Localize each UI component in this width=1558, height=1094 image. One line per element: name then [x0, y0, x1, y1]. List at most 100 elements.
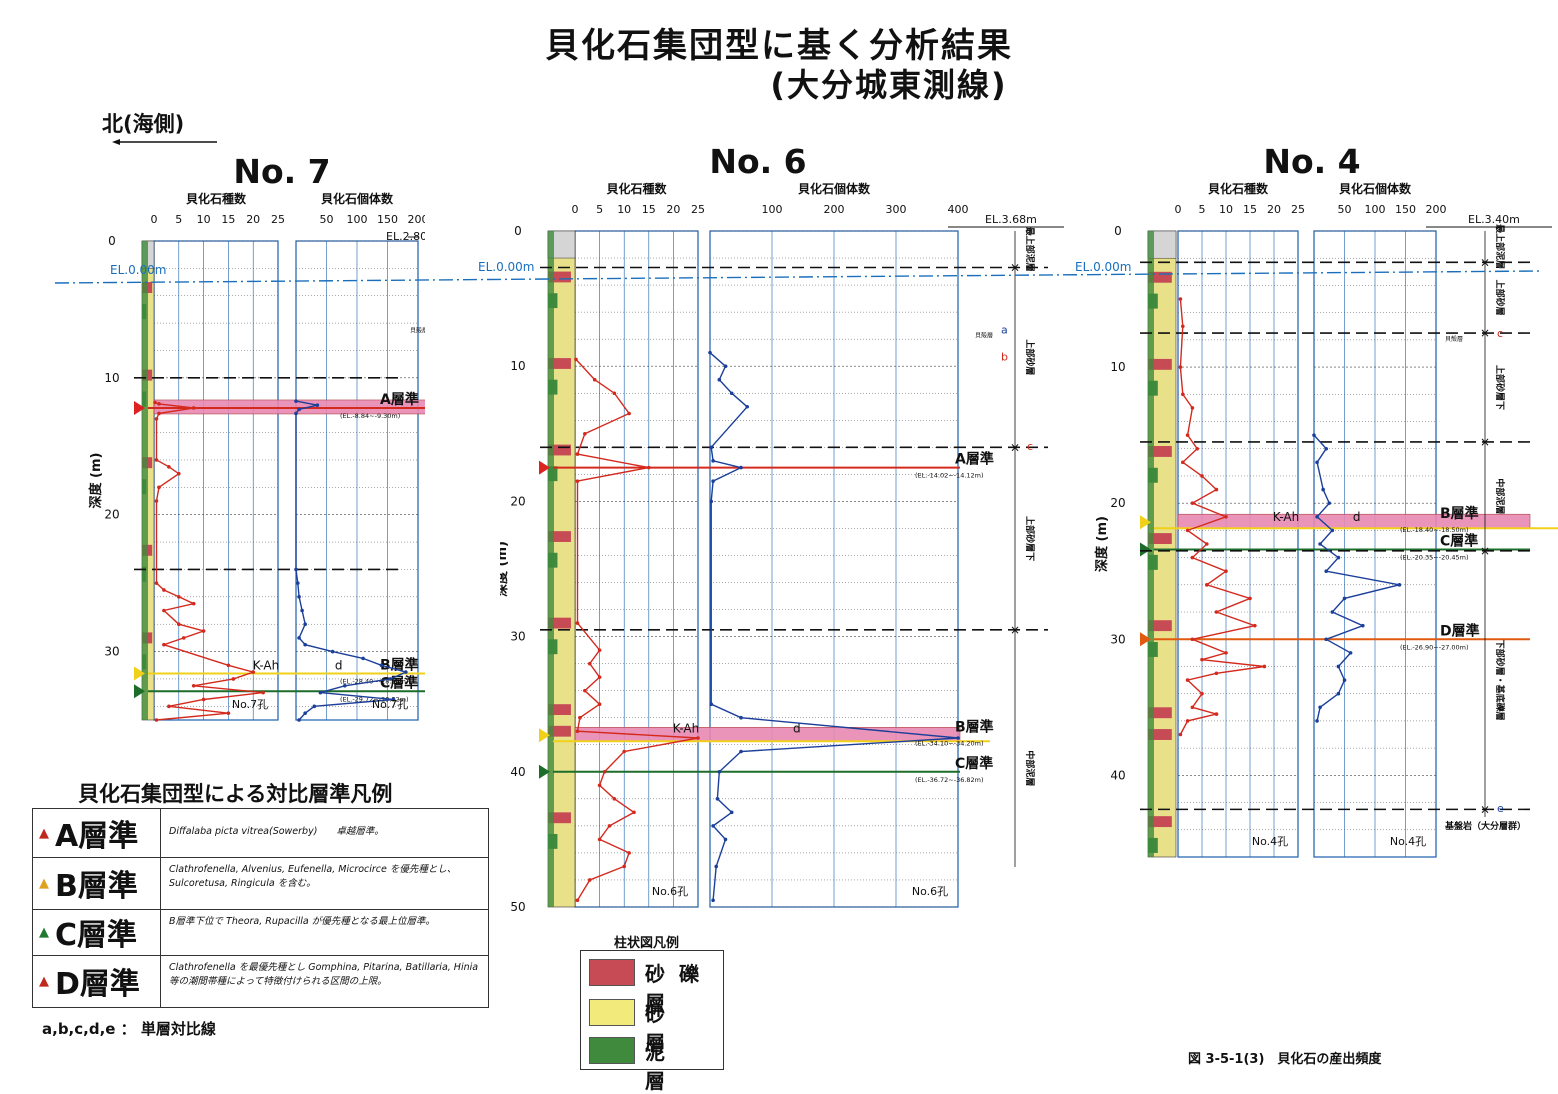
species-series-point — [597, 702, 602, 706]
horizon-marker-icon — [134, 666, 145, 681]
species-series-point — [1205, 542, 1209, 546]
species-series-point — [592, 377, 597, 382]
depth-tick-label: 30 — [510, 630, 525, 644]
species-series-point — [575, 621, 580, 625]
species-tick-label: 20 — [246, 213, 260, 226]
species-series-point — [191, 683, 196, 688]
count-series-point — [1315, 460, 1319, 465]
page-title: 貝化石集団型に基く分析結果 — [545, 26, 1013, 66]
species-series-point — [612, 797, 617, 801]
species-series-point — [1190, 501, 1195, 505]
bedrock-label: 基盤岩（大分層群） — [1444, 820, 1526, 832]
band-label: d — [335, 658, 343, 672]
count-series-point — [729, 391, 734, 396]
horizon-marker-icon — [134, 400, 145, 415]
species-series-point — [597, 837, 602, 842]
count-series-point — [300, 608, 304, 613]
species-tick-label: 5 — [596, 203, 603, 216]
depth-tick-label: 20 — [104, 508, 119, 522]
count-series-point — [1318, 705, 1322, 710]
species-tick-label: 0 — [572, 203, 579, 216]
species-series-point — [696, 736, 700, 740]
count-series-point — [1330, 528, 1335, 533]
species-series-point — [1205, 583, 1209, 587]
species-series-line — [154, 401, 264, 721]
mud-column-edge — [142, 241, 148, 720]
count-axis-label: 貝化石個体数 — [321, 191, 394, 206]
depth-tick-label: 20 — [510, 494, 525, 508]
species-series-point — [612, 391, 617, 396]
horizon-label: C層準 — [955, 755, 993, 772]
count-series-point — [294, 567, 298, 572]
depth-axis-label: 深度 (m) — [500, 541, 510, 597]
column-legend-mud: 泥 層 — [585, 1033, 717, 1093]
gravel-bed — [548, 531, 571, 542]
count-tick-label: 200 — [1426, 203, 1447, 216]
count-series-point — [1342, 678, 1347, 682]
elevation-label: EL.3.40m — [1468, 213, 1520, 226]
species-series-point — [251, 670, 255, 674]
depth-tick-label: 30 — [1110, 632, 1125, 646]
count-series-point — [729, 810, 734, 815]
count-series-point — [711, 459, 715, 463]
count-series-point — [318, 690, 323, 695]
depth-tick-label: 0 — [1114, 224, 1122, 238]
count-series-point — [739, 465, 743, 470]
species-series-point — [1185, 678, 1190, 682]
depth-tick-label: 10 — [104, 371, 119, 385]
species-series-point — [1190, 637, 1195, 642]
count-series-point — [297, 407, 301, 412]
species-series-point — [1262, 664, 1267, 669]
horizon-elevation-note: (EL.-14.02~-14.12m) — [915, 472, 984, 480]
figure-caption: 図 3-5-1(3) 貝化石の産出頻度 — [1188, 1052, 1382, 1067]
well-hole-label: No.7孔 — [232, 698, 268, 711]
species-tick-label: 0 — [1175, 203, 1182, 216]
count-series-point — [1342, 596, 1347, 601]
band-label: K-Ah — [1273, 510, 1300, 524]
count-tick-label: 100 — [762, 203, 783, 216]
count-series-point — [709, 445, 714, 450]
well-title: No. 6 — [709, 145, 806, 181]
species-series-point — [647, 465, 651, 470]
well-hole-label: No.4孔 — [1390, 835, 1426, 848]
horizon-legend-table: ▲A層準 Diffalaba picta vitrea(Sowerby) 卓越層… — [32, 808, 489, 1008]
count-series-point — [404, 670, 408, 674]
direction-label: 北(海側) — [102, 112, 185, 136]
species-series-point — [575, 729, 580, 734]
count-series-point — [294, 399, 298, 403]
species-tick-label: 15 — [642, 203, 656, 216]
species-series-point — [153, 400, 157, 405]
species-series-point — [597, 783, 602, 788]
count-series-point — [303, 622, 307, 626]
count-tick-label: 150 — [1395, 203, 1416, 216]
count-series-point — [1330, 610, 1335, 614]
count-series-point — [956, 736, 960, 740]
horizon-elevation-note: (EL.-26.90~-27.00m) — [1400, 643, 1469, 651]
species-series-point — [583, 688, 587, 693]
count-series-point — [1324, 637, 1328, 642]
column-legend-sand: 砂 層 — [585, 995, 717, 1055]
gravel-bed — [548, 617, 571, 629]
species-series-point — [1178, 297, 1183, 301]
depth-axis-label: 深度 (m) — [88, 453, 104, 509]
count-series-point — [711, 898, 715, 903]
horizon-marker-icon — [539, 460, 550, 475]
count-series-point — [723, 364, 728, 368]
correlation-letter: e — [1497, 802, 1504, 815]
species-series-point — [1181, 392, 1185, 397]
horizon-marker-icon — [539, 764, 550, 779]
depth-tick-label: 10 — [1110, 360, 1125, 374]
horizon-elevation-note: (EL.-18.40~-18.50m) — [1400, 526, 1469, 534]
count-series-point — [1327, 501, 1332, 505]
horizon-label: B層準 — [380, 656, 419, 673]
zone-label: 下部砂層・基底礫層 — [1494, 640, 1506, 721]
horizon-elevation-note: (EL.-8.84~-9.30m) — [340, 412, 400, 420]
species-series-point — [1253, 623, 1257, 628]
species-series-point — [583, 432, 587, 436]
well-hole-label: No.6孔 — [652, 885, 688, 898]
species-series-point — [632, 810, 636, 815]
count-series-point — [343, 683, 347, 688]
zone-label: 中部泥層 — [1024, 750, 1036, 786]
